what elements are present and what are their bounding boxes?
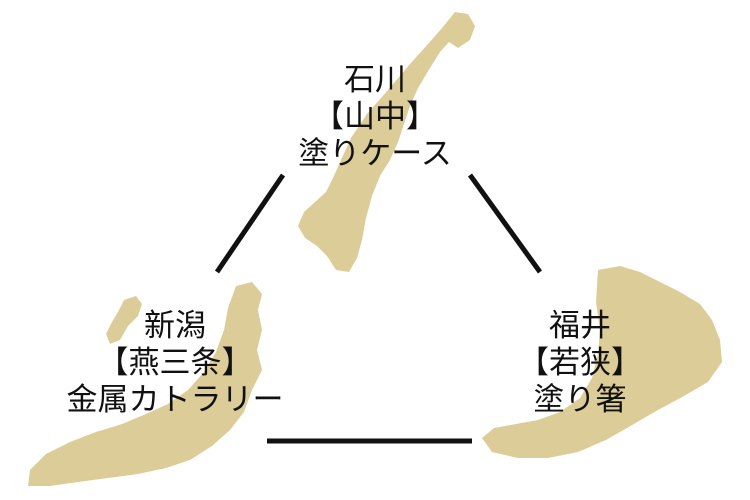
ishikawa-product: 塗りケース: [298, 136, 452, 172]
fukui-area: 【若狭】: [518, 345, 642, 381]
sado-island-shape: [106, 296, 142, 344]
niigata-map-shape: [28, 282, 262, 486]
fukui-map-shape: [482, 266, 722, 458]
niigata-product: 金属カトラリー: [66, 382, 284, 418]
ishikawa-map-shape: [298, 12, 475, 272]
fukui-product: 塗り箸: [533, 382, 627, 418]
niigata-prefecture: 新潟: [144, 308, 206, 344]
fukui-label: 福井 【若狭】 塗り箸: [480, 308, 680, 419]
niigata-label: 新潟 【燕三条】 金属カトラリー: [40, 308, 310, 419]
ishikawa-label: 石川 【山中】 塗りケース: [275, 62, 475, 173]
connector-ishikawa-niigata: [214, 173, 286, 274]
ishikawa-prefecture: 石川: [344, 62, 406, 98]
connector-ishikawa-fukui: [467, 173, 543, 274]
fukui-prefecture: 福井: [549, 308, 611, 344]
niigata-area: 【燕三条】: [97, 345, 253, 381]
ishikawa-area: 【山中】: [313, 99, 437, 135]
